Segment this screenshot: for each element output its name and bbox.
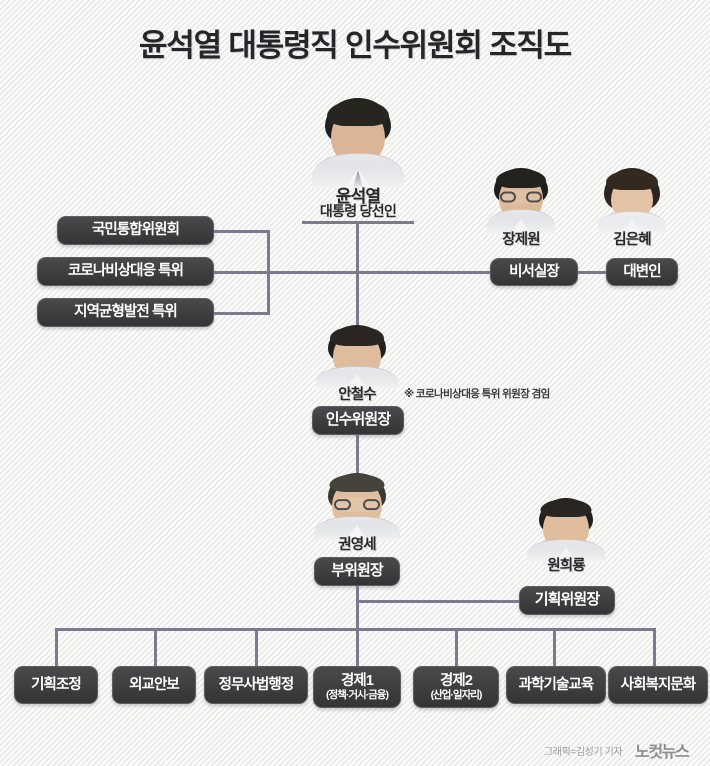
spokesperson-name: 김은혜 [613, 232, 651, 248]
graphic-credit: 그래픽=김성기 기자 [544, 747, 623, 758]
connector-president-to-chief [356, 271, 490, 274]
division-box-social-welfare-culture[interactable]: 사회복지문화 [608, 666, 708, 704]
vice-chairman-title-box[interactable]: 부위원장 [314, 557, 400, 586]
division-label: 정무사법행정 [218, 676, 295, 693]
committee-box-balanced-development[interactable]: 지역균형발전 특위 [37, 298, 214, 327]
page-title: 윤석열 대통령직 인수위원회 조직도 [138, 28, 572, 63]
chief-of-staff-title-box[interactable]: 비서실장 [490, 258, 578, 286]
division-box-planning-coordination[interactable]: 기획조정 [14, 666, 98, 704]
photo-chairman [316, 325, 398, 389]
connector-division-drop-4 [356, 628, 359, 666]
division-label: 경제1 [340, 672, 374, 689]
connector-vice-to-planning-chair [356, 600, 521, 603]
committee-box-national-unity[interactable]: 국민통합위원회 [57, 216, 214, 245]
division-sublabel: (정책·거시·금융) [326, 688, 389, 701]
connector-division-drop-6 [553, 628, 556, 666]
connector-committee-3-stub [214, 312, 270, 315]
photo-president-elect [312, 98, 404, 188]
connector-division-drop-7 [653, 628, 656, 666]
connector-committee-1-stub [214, 230, 270, 233]
spokesperson-title-box[interactable]: 대변인 [606, 258, 678, 286]
division-box-economy-2[interactable]: 경제2 (산업·일자리) [413, 666, 499, 708]
photo-spokesperson [598, 168, 666, 234]
division-label: 경제2 [439, 672, 473, 689]
chairman-note: ※ 코로나비상대응 특위 위원장 겸임 [404, 388, 550, 400]
connector-committee-2-stub [214, 271, 357, 274]
connector-chief-to-spokesperson [578, 271, 606, 274]
connector-division-drop-2 [154, 628, 157, 666]
president-elect-name: 윤석열 [335, 187, 381, 206]
connector-division-drop-3 [255, 628, 258, 666]
committee-box-covid-response[interactable]: 코로나비상대응 특위 [37, 257, 214, 286]
division-box-economy-1[interactable]: 경제1 (정책·거시·금융) [313, 666, 401, 708]
connector-chairman-to-vice [356, 434, 359, 478]
vice-chairman-name: 권영세 [338, 537, 376, 553]
connector-division-drop-1 [55, 628, 58, 666]
division-box-political-judicial-admin[interactable]: 정무사법행정 [204, 666, 308, 704]
division-label: 기획조정 [31, 676, 82, 693]
nocutnews-logo: 노컷뉴스 [635, 744, 690, 761]
connector-president-to-chairman [356, 221, 359, 327]
chief-of-staff-name: 장제원 [502, 232, 540, 248]
division-label: 과학기술교육 [518, 676, 595, 693]
planning-chair-title-box[interactable]: 기획위원장 [519, 586, 615, 615]
photo-planning-chair [527, 498, 605, 562]
photo-vice-chairman [314, 473, 400, 541]
division-label: 사회복지문화 [620, 676, 697, 693]
photo-chief-of-staff [487, 168, 555, 234]
planning-chair-name: 원희룡 [547, 558, 585, 574]
division-label: 외교안보 [129, 676, 180, 693]
division-sublabel: (산업·일자리) [430, 688, 483, 701]
connector-committee-spine [267, 230, 270, 315]
chairman-name: 안철수 [338, 387, 376, 403]
president-elect-title: 대통령 당선인 [319, 203, 397, 219]
division-box-foreign-security[interactable]: 외교안보 [112, 666, 196, 704]
chairman-title-box[interactable]: 인수위원장 [312, 406, 404, 435]
connector-division-drop-5 [455, 628, 458, 666]
division-box-science-tech-education[interactable]: 과학기술교육 [506, 666, 606, 704]
